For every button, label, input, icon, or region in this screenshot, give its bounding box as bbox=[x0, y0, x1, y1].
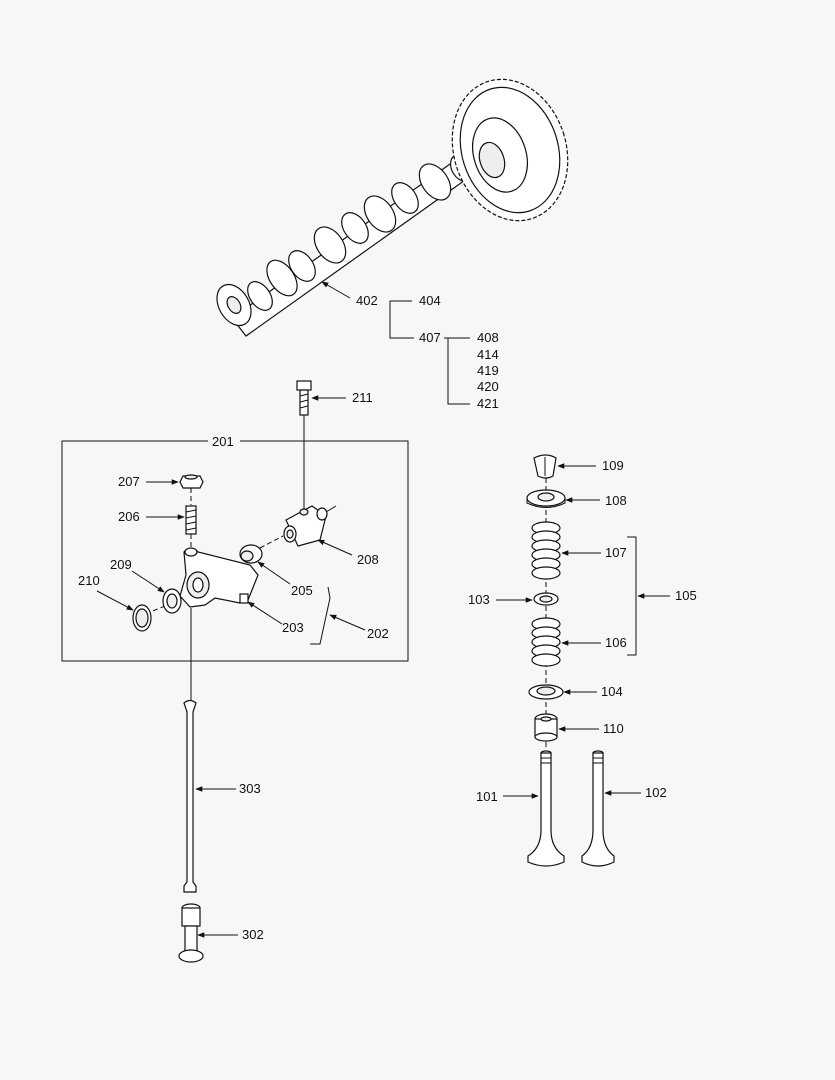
valve-spring-106[interactable] bbox=[531, 617, 561, 667]
callout-206: 206 bbox=[118, 509, 140, 524]
callout-102: 102 bbox=[645, 785, 667, 800]
callout-414: 414 bbox=[477, 347, 499, 362]
callout-408: 408 bbox=[477, 330, 499, 345]
bolt-211[interactable] bbox=[296, 380, 312, 416]
valve-spring-107[interactable] bbox=[531, 521, 561, 580]
callout-205: 205 bbox=[291, 583, 313, 598]
callout-207: 207 bbox=[118, 474, 140, 489]
callout-303: 303 bbox=[239, 781, 261, 796]
tappet-302[interactable] bbox=[178, 903, 204, 963]
callout-110: 110 bbox=[603, 721, 624, 736]
callout-407: 407 bbox=[419, 330, 441, 345]
callout-101: 101 bbox=[476, 789, 498, 804]
callout-210: 210 bbox=[78, 573, 100, 588]
cam-gear bbox=[451, 78, 569, 222]
callout-103: 103 bbox=[468, 592, 490, 607]
callout-107: 107 bbox=[605, 545, 627, 560]
callout-108: 108 bbox=[605, 493, 627, 508]
callout-202: 202 bbox=[367, 626, 389, 641]
push-rod-303[interactable] bbox=[183, 699, 197, 893]
intake-valve-101[interactable] bbox=[527, 750, 565, 867]
callout-208: 208 bbox=[357, 552, 379, 567]
spring-washer-104[interactable] bbox=[528, 684, 564, 700]
callout-109: 109 bbox=[602, 458, 624, 473]
callout-105: 105 bbox=[675, 588, 697, 603]
exhaust-valve-102[interactable] bbox=[581, 750, 615, 867]
callout-421: 421 bbox=[477, 396, 499, 411]
callout-419: 419 bbox=[477, 363, 499, 378]
spring-retainer-108[interactable] bbox=[526, 489, 566, 508]
rocker-arm-203[interactable] bbox=[179, 547, 259, 608]
spring-seat-103[interactable] bbox=[533, 592, 559, 606]
nut-207[interactable] bbox=[179, 474, 204, 489]
callout-402: 402 bbox=[356, 293, 378, 308]
collet-109[interactable] bbox=[533, 454, 557, 479]
camshaft[interactable] bbox=[210, 64, 585, 337]
callout-104: 104 bbox=[601, 684, 623, 699]
callout-302: 302 bbox=[242, 927, 264, 942]
callout-201: 201 bbox=[212, 434, 234, 449]
callout-203: 203 bbox=[282, 620, 304, 635]
stem-seal-110[interactable] bbox=[534, 713, 558, 742]
callout-209: 209 bbox=[110, 557, 132, 572]
circlip-210[interactable] bbox=[132, 604, 152, 632]
callout-404: 404 bbox=[419, 293, 441, 308]
washer-209[interactable] bbox=[162, 588, 182, 614]
bushing-205[interactable] bbox=[239, 544, 263, 564]
callout-106: 106 bbox=[605, 635, 627, 650]
callout-211: 211 bbox=[352, 390, 373, 405]
adjust-screw-206[interactable] bbox=[185, 505, 197, 535]
rocker-support-208[interactable] bbox=[283, 505, 337, 547]
callout-420: 420 bbox=[477, 379, 499, 394]
